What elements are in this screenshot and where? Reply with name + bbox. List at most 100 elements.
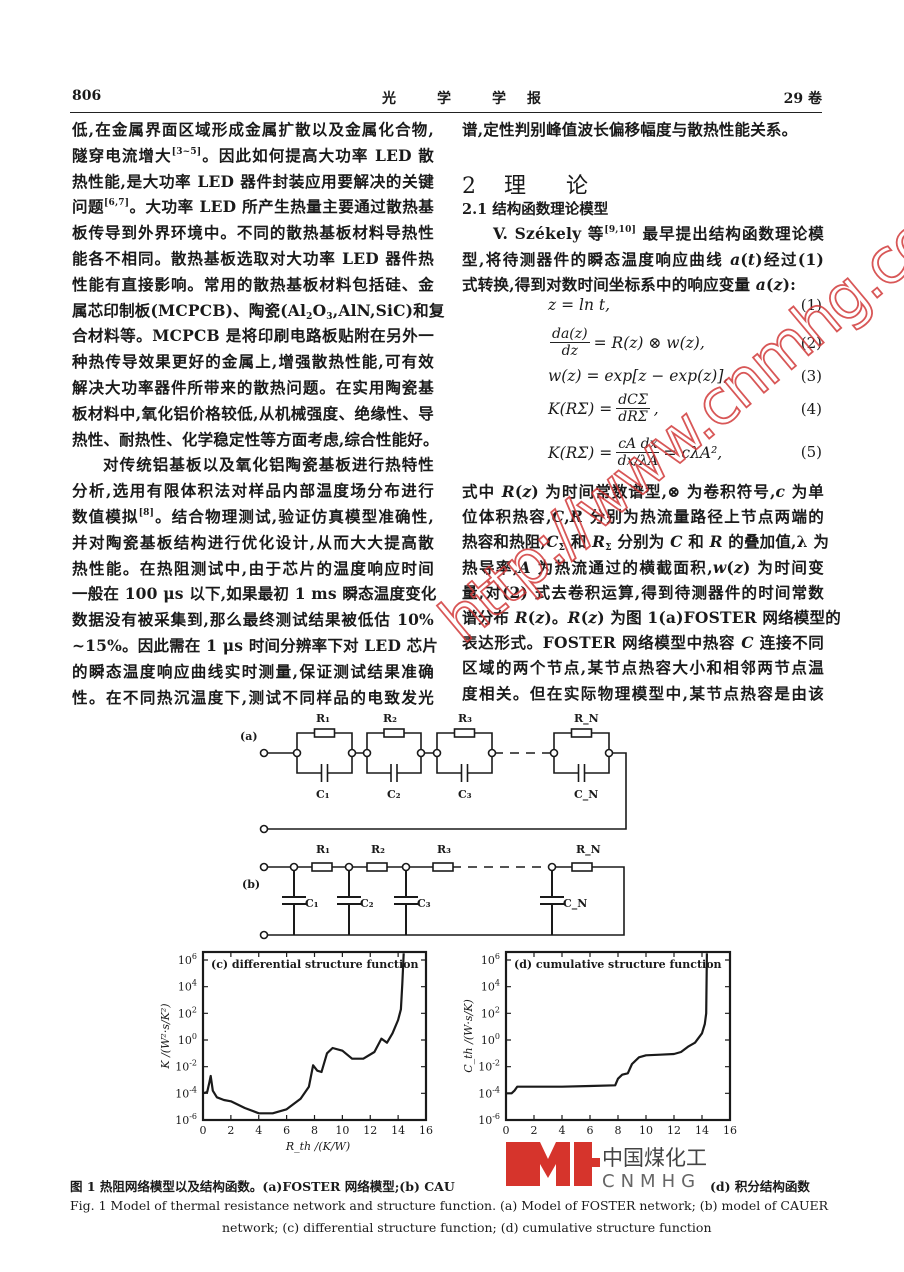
data-series-line	[202, 953, 405, 1115]
x-tick-label: 12	[363, 1124, 377, 1137]
math-symbol: w	[712, 557, 727, 577]
equation-4-number: (4)	[800, 400, 822, 418]
equation-1: z = ln t,	[548, 296, 610, 314]
x-tick-label: 12	[667, 1124, 681, 1137]
y-tick-label: 10-4	[175, 1085, 197, 1100]
resistor-label-r3: R₃	[437, 843, 451, 856]
text-line: 分析,选用有限体积法对样品内部温度场分布进行	[72, 481, 434, 501]
text-line: 种热传导效果更好的金属上,增强散热性能,可有效	[72, 352, 434, 372]
resistor-icon	[432, 862, 454, 872]
page-number: 806	[72, 88, 102, 104]
resistor-label-r1: R₁	[316, 843, 330, 856]
equation-3-number: (3)	[800, 367, 822, 385]
equation-3-body: w(z) = exp[z − exp(z)],	[548, 367, 729, 385]
cnmhg-logo: 中国煤化工 CNMHG	[506, 1142, 707, 1192]
capacitor-label-c1: C₁	[316, 788, 330, 801]
y-tick-label: 10-6	[478, 1112, 500, 1127]
node-icon	[547, 862, 557, 872]
math-symbol: R	[501, 482, 515, 501]
rc-block-wires	[436, 732, 493, 782]
math-symbol: t	[747, 249, 756, 269]
math-symbol: R	[592, 532, 606, 552]
math-symbol: a	[730, 249, 741, 269]
text-line: 热导率,A 为热流通过的横截面积,w(z) 为时间变	[462, 557, 824, 577]
foster-network-diagram: (a) R₁ R₂ R₃ R_N C₁ C₂ C₃ C_N	[240, 712, 627, 834]
text-line: 性。在不同热沉温度下,测试不同样品的电致发光	[72, 687, 434, 707]
y-tick-label: 100	[178, 1032, 197, 1047]
denominator: dz	[561, 343, 578, 359]
node-icon	[362, 748, 372, 758]
equation-2: da(z)dz = R(z) ⊗ w(z),	[546, 326, 705, 359]
text-line: 热性、耐热性、化学稳定性等方面考虑,综合性能好。	[72, 429, 439, 449]
resistor-label-rn: R_N	[574, 712, 599, 726]
node-icon	[549, 748, 559, 758]
x-tick-label: 8	[311, 1124, 318, 1137]
equation-4-lhs: K(RΣ) =	[548, 399, 613, 418]
section-heading: 2 理 论	[462, 168, 588, 200]
resistor-icon	[570, 728, 593, 738]
subscript: Σ	[558, 543, 566, 554]
text-line: 式转换,得到对数时间坐标系中的响应变量 a(z):	[462, 275, 797, 294]
y-tick-label: 106	[481, 952, 500, 967]
text-line: 表达形式。FOSTER 网络模型中热容 C 连接不同	[462, 633, 824, 653]
plot-frame	[201, 950, 428, 1122]
numerator: da(z)	[550, 326, 590, 343]
y-axis-label: C_th /(W·s/K)	[462, 999, 475, 1073]
capacitor-label-cn: C_N	[563, 897, 587, 911]
text-line: 度相关。但在实际物理模型中,某节点热容是由该	[462, 683, 824, 703]
capacitor-icon	[394, 867, 418, 935]
math-symbol: C	[670, 532, 683, 552]
subscript: 2	[306, 311, 313, 322]
section-title-a: 理	[504, 174, 527, 199]
volume: 29 卷	[783, 91, 822, 107]
y-tick-label: 102	[178, 1005, 197, 1020]
resistor-label-r1: R₁	[316, 712, 330, 725]
resistor-icon	[313, 728, 336, 738]
equation-2-rhs: = R(z) ⊗ w(z),	[593, 333, 705, 352]
equation-1-body: z = ln t,	[548, 296, 611, 314]
plot-frame	[504, 950, 732, 1122]
node-icon	[432, 748, 442, 758]
y-tick-label: 102	[481, 1005, 500, 1020]
text-line: 对传统铝基板以及氧化铝陶瓷基板进行热特性	[103, 455, 434, 475]
section-number: 2	[462, 174, 476, 199]
caption-en-line2: network; (c) differential structure func…	[222, 1220, 712, 1235]
math-symbol: R	[569, 507, 583, 527]
equation-1-number: (1)	[800, 296, 822, 314]
text-line: 属芯印制板(MCPCB)、陶瓷(Al2O3,AlN,SiC)和复	[72, 300, 445, 322]
text-line: 型,将待测器件的瞬态温度响应曲线 a(t)经过(1)	[462, 249, 824, 269]
journal-title-3: 学	[492, 91, 506, 107]
x-tick-label: 14	[391, 1124, 405, 1137]
capacitor-label-c3: C₃	[458, 788, 472, 801]
capacitor-label-cn: C_N	[574, 788, 598, 802]
resistor-icon	[453, 728, 476, 738]
x-tick-label: 4	[255, 1124, 262, 1137]
capacitor-icon	[540, 867, 564, 935]
y-tick-label: 10-4	[478, 1085, 500, 1100]
resistor-label-rn: R_N	[576, 843, 601, 857]
section-title-b: 论	[566, 174, 589, 199]
text-line: 谱分布 R(z)。R(z) 为图 1(a)FOSTER 网络模型的	[462, 608, 841, 627]
resistor-label-r2: R₂	[383, 712, 397, 725]
y-tick-label: 104	[178, 979, 197, 994]
denominator: dx/λA	[617, 453, 659, 469]
logo-english: CNMHG	[602, 1171, 701, 1192]
y-tick-label: 10-2	[175, 1059, 197, 1074]
node-icon	[416, 748, 426, 758]
text-line: 热容和热阻,CΣ 和 RΣ 分别为 C 和 R 的叠加值,λ 为	[462, 532, 830, 554]
resistor-icon	[311, 862, 333, 872]
subscript: 3	[326, 311, 333, 322]
header-rule	[70, 112, 822, 113]
math-symbol: a	[755, 275, 767, 294]
x-tick-label: 8	[615, 1124, 622, 1137]
text-line: ~15%。因此需在 1 μs 时间分辨率下对 LED 芯片	[72, 636, 439, 655]
y-tick-label: 10-6	[175, 1112, 197, 1127]
x-tick-label: 6	[283, 1124, 290, 1137]
math-symbol: c	[775, 482, 786, 501]
fraction: da(z)dz	[550, 326, 590, 359]
node-icon	[347, 748, 357, 758]
text-line: 一般在 100 μs 以下,如果最初 1 ms 瞬态温度变化	[72, 584, 437, 604]
